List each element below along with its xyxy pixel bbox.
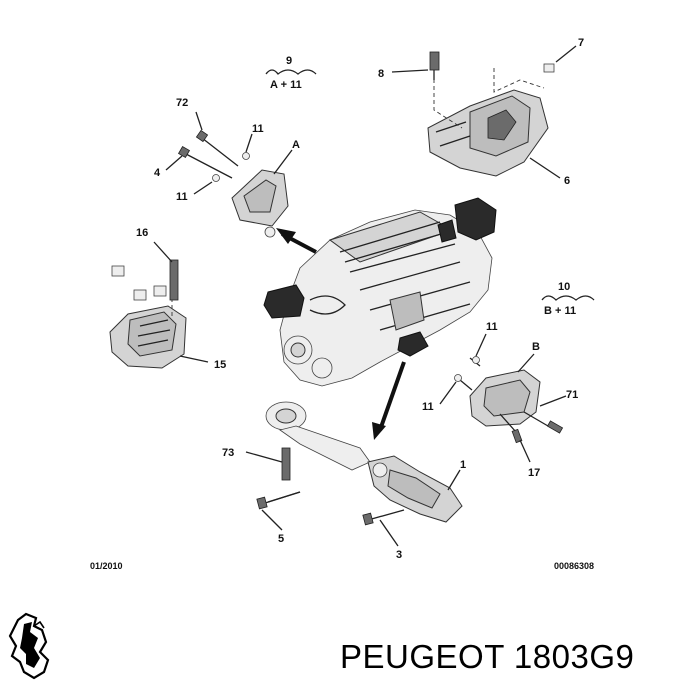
part-15-mount	[109, 259, 187, 369]
callout-9-sub: A + 11	[270, 79, 302, 91]
part-b-mount	[454, 356, 564, 444]
callout-3: 3	[396, 549, 402, 561]
peugeot-lion-logo-icon	[8, 612, 50, 680]
callout-71: 71	[566, 389, 578, 401]
callout-17: 17	[528, 467, 540, 479]
callout-8: 8	[378, 68, 384, 80]
callout-6: 6	[564, 175, 570, 187]
callout-10: 10	[558, 281, 570, 293]
callout-1: 1	[460, 459, 466, 471]
callout-4: 4	[154, 167, 161, 179]
brand-part-number: PEUGEOT 1803G9	[340, 638, 635, 675]
callout-11-b: 11	[176, 191, 188, 203]
diagram-reference: 00086308	[554, 561, 594, 571]
callout-16: 16	[136, 227, 148, 239]
diagram-date: 01/2010	[90, 561, 123, 571]
callout-11-c: 11	[486, 321, 498, 333]
callout-73: 73	[222, 447, 234, 459]
callout-9: 9	[286, 55, 292, 67]
callout-5: 5	[278, 533, 284, 545]
callout-72: 72	[176, 97, 188, 109]
callout-11-d: 11	[422, 401, 434, 413]
part-6-mount	[427, 51, 555, 177]
part-a-mount	[177, 129, 289, 238]
callout-10-sub: B + 11	[544, 305, 576, 317]
callout-7: 7	[578, 37, 584, 49]
engine-block	[263, 197, 497, 387]
callout-b: B	[532, 341, 540, 353]
leader-lines	[153, 45, 595, 547]
callout-labels: 9 A + 11 10 B + 11 72 11 A 4 11 8 7 6 16…	[90, 37, 594, 571]
part-1-torque-rod	[256, 401, 463, 526]
callout-11-a: 11	[252, 123, 264, 135]
callout-15: 15	[214, 359, 226, 371]
callout-a: A	[292, 139, 300, 151]
pointer-arrows	[276, 228, 406, 440]
